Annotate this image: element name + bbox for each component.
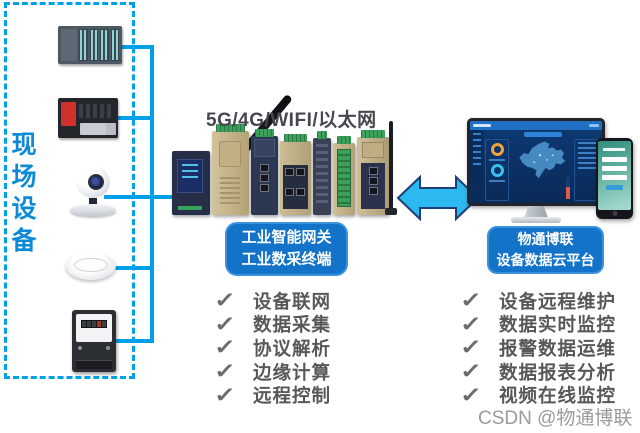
list-item: ✓ 协议解析 [210, 336, 331, 360]
ethernet-port [296, 188, 305, 196]
list-item: ✓ 数据报表分析 [456, 360, 616, 384]
checkmark-icon: ✓ [213, 312, 236, 336]
monitor-stand [524, 206, 548, 218]
terminal-block [216, 124, 245, 132]
list-item: ✓ 数据采集 [210, 313, 331, 337]
ethernet-port [296, 168, 305, 176]
field-devices-label: 现场设备 [8, 131, 36, 259]
checkmark-icon: ✓ [459, 312, 482, 336]
ethernet-port [368, 167, 378, 175]
dashboard-screen [470, 121, 602, 203]
cloud-label-box: 物通博联 设备数据云平台 [487, 226, 604, 274]
bidirectional-arrow-icon [396, 174, 480, 222]
checkmark-icon: ✓ [213, 360, 236, 384]
checkmark-icon: ✓ [459, 289, 482, 313]
checkmark-icon: ✓ [213, 289, 236, 313]
plc-cpu-block [61, 29, 77, 61]
dashboard-title-pill [523, 132, 562, 137]
antenna-icon [385, 121, 397, 215]
list-item: ✓ 报警数据运维 [456, 336, 616, 360]
phone-login-button [606, 185, 623, 190]
terminal-block [317, 131, 327, 139]
ethernet-port [260, 164, 269, 172]
list-item: ✓ 视频在线监控 [456, 383, 616, 407]
checkmark-icon: ✓ [459, 360, 482, 384]
gateway-cluster-image [172, 93, 404, 215]
network-types-caption: 5G/4G/WIFI/以太网 [206, 110, 377, 131]
donut-chart-blue [490, 164, 504, 177]
plc-device-image [58, 26, 122, 64]
ethernet-port [260, 184, 269, 192]
dashboard-header [470, 121, 602, 130]
cloud-label-line2: 设备数据云平台 [496, 252, 595, 268]
gateway-unit-7 [357, 130, 389, 215]
list-item: ✓ 数据实时监控 [456, 313, 616, 337]
phone-home-button [612, 211, 617, 216]
energy-meter-device-image [72, 310, 116, 372]
gateway-label-line1: 工业智能网关 [241, 229, 332, 247]
checkmark-icon: ✓ [213, 383, 236, 407]
camera-device-image [70, 166, 116, 216]
gateway-display [177, 159, 203, 193]
gateway-unit-5 [313, 131, 331, 215]
monitor-base [511, 217, 561, 223]
china-map [519, 141, 566, 179]
gateway-unit-3 [251, 129, 278, 215]
gateway-label-line2: 工业数采终端 [241, 251, 332, 268]
phone-input-field [602, 175, 627, 180]
ethernet-port [285, 168, 294, 176]
cloud-label-line1: 物通博联 [517, 231, 574, 247]
terminal-block [337, 136, 351, 144]
smoke-detector-device-image [66, 248, 116, 284]
gateway-unit-1 [172, 151, 210, 215]
gateway-feature-list: ✓ 设备联网 ✓ 数据采集 ✓ 协议解析 ✓ 边缘计算 ✓ 远程控制 [210, 289, 331, 407]
checkmark-icon: ✓ [213, 336, 236, 360]
cloud-feature-list: ✓ 设备远程维护 ✓ 数据实时监控 ✓ 报警数据运维 ✓ 数据报表分析 ✓ 视频… [456, 289, 616, 407]
checkmark-icon: ✓ [459, 383, 482, 407]
checkmark-icon: ✓ [459, 336, 482, 360]
phone-login-screen [598, 141, 631, 210]
ethernet-port [285, 188, 294, 196]
list-item: ✓ 设备联网 [210, 289, 331, 313]
csdn-watermark: CSDN @物通博联 [478, 408, 633, 429]
phone-input-field [602, 157, 627, 162]
gateway-label-box: 工业智能网关 工业数采终端 [225, 222, 348, 276]
list-item: ✓ 设备远程维护 [456, 289, 616, 313]
list-item: ✓ 远程控制 [210, 383, 331, 407]
terminal-block [255, 129, 274, 137]
dashboard-sidebar [470, 130, 483, 203]
vertical-gauge [566, 177, 570, 199]
donut-chart-orange [490, 143, 504, 156]
dashboard-left-panel [485, 139, 509, 201]
ethernet-port [260, 174, 269, 182]
camera-lens [88, 174, 104, 190]
cloud-platform-monitor [467, 118, 605, 223]
phone-input-field [602, 166, 627, 171]
ethernet-port [368, 187, 378, 195]
ethernet-port [368, 177, 378, 185]
terminal-block [284, 134, 307, 142]
terminal-block [361, 130, 385, 138]
mobile-app-phone [596, 138, 633, 219]
green-terminal-strip [337, 149, 351, 207]
io-module-device-image [58, 98, 118, 138]
gateway-unit-6 [333, 136, 355, 215]
field-devices-dashed-box [4, 2, 135, 379]
gateway-unit-2 [212, 124, 249, 215]
gateway-unit-4 [280, 134, 311, 215]
list-item: ✓ 边缘计算 [210, 360, 331, 384]
